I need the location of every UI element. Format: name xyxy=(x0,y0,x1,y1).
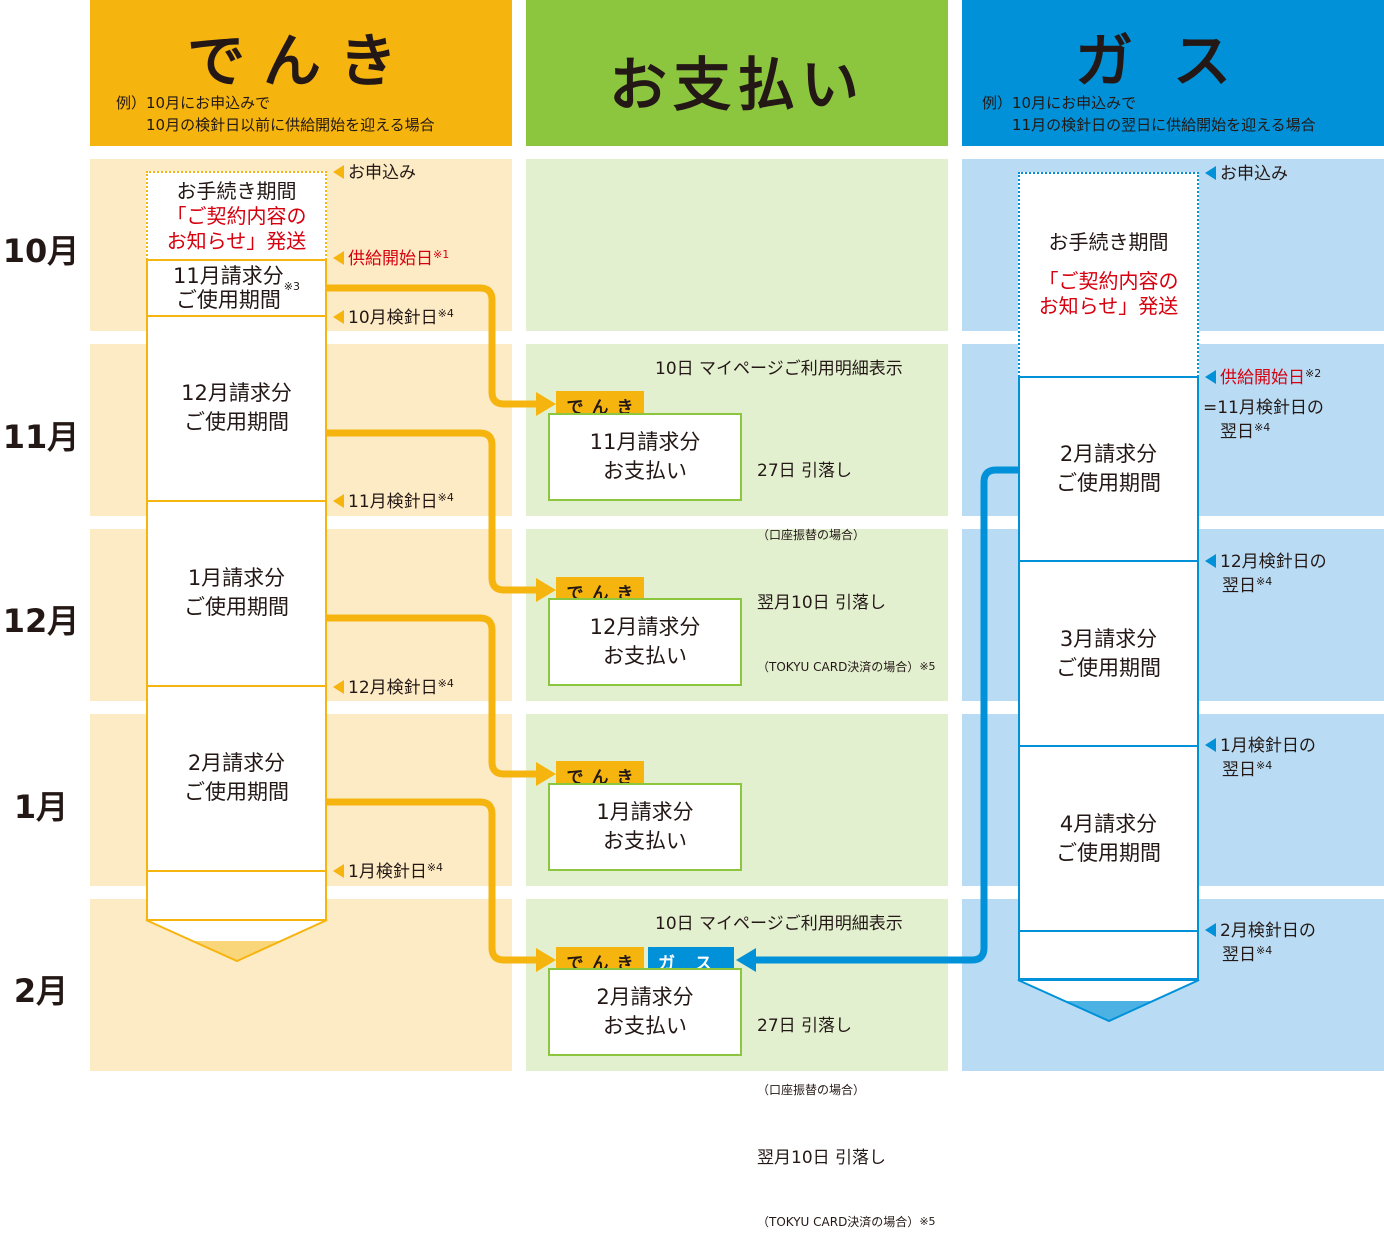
pointer-icon xyxy=(1205,370,1216,384)
denki-period-dec-label: 12月請求分 ご使用期間 xyxy=(181,381,292,434)
pointer-icon xyxy=(1205,923,1216,937)
gas-header: ガス 例）10月にお申込みで 11月の検針日の翌日に供給開始を迎える場合 xyxy=(962,0,1384,146)
gas-procedure-box: お手続き期間 「ご契約内容の お知らせ」発送 xyxy=(1018,172,1199,377)
denki-header: でんき 例）10月にお申込みで 10月の検針日以前に供給開始を迎える場合 xyxy=(90,0,512,146)
month-label-oct: 10月 xyxy=(2,232,80,270)
denki-marker-reading-nov: 11月検針日※4 xyxy=(333,490,454,514)
payment-mypage-nov: 10日 マイページご利用明細表示 xyxy=(655,359,903,379)
pointer-icon xyxy=(333,310,344,324)
denki-marker-apply: お申込み xyxy=(333,161,416,185)
gas-header-note: 例）10月にお申込みで 11月の検針日の翌日に供給開始を迎える場合 xyxy=(982,94,1316,134)
month-label-nov: 11月 xyxy=(2,418,80,456)
gas-procedure-title: お手続き期間 xyxy=(1048,230,1169,254)
debit-10-label: 翌月10日 引落し xyxy=(757,1148,887,1168)
debit-27-label: 27日 引落し xyxy=(757,1016,853,1036)
denki-marker-reading-oct: 10月検針日※4 xyxy=(333,306,454,330)
gas-marker-feb: 2月検針日の 翌日※4 xyxy=(1205,919,1316,967)
gas-marker-start-eq: =11月検針日の 翌日※4 xyxy=(1203,398,1324,442)
payment-tag-denki-jan: でんき xyxy=(556,761,644,789)
gas-period-feb: 2月請求分 ご使用期間 xyxy=(1020,378,1197,562)
denki-period-feb-label: 2月請求分 ご使用期間 xyxy=(184,751,289,804)
gas-column-end-arrow xyxy=(1017,979,1200,1023)
gas-marker-jan: 1月検針日の 翌日※4 xyxy=(1205,734,1316,782)
payment-box-nov: 11月請求分 お支払い xyxy=(548,413,742,501)
month-label-feb: 2月 xyxy=(13,972,69,1010)
denki-header-title: でんき xyxy=(186,27,415,95)
denki-marker-reading-dec: 12月検針日※4 xyxy=(333,676,454,700)
gas-marker-start: 供給開始日※2 xyxy=(1205,366,1321,390)
debit-27-label: 27日 引落し xyxy=(757,461,853,481)
denki-procedure-box: お手続き期間 「ご契約内容の お知らせ」発送 xyxy=(146,171,327,260)
pointer-icon xyxy=(333,165,344,179)
payment-band-oct xyxy=(526,159,948,331)
denki-period-dec: 12月請求分 ご使用期間 xyxy=(148,317,325,502)
debit-10-label: 翌月10日 引落し xyxy=(757,593,887,613)
pointer-icon xyxy=(1205,166,1216,180)
pointer-icon xyxy=(333,680,344,694)
month-label-dec: 12月 xyxy=(2,602,80,640)
denki-period-nov: 11月請求分 ご使用期間※3 xyxy=(148,261,325,317)
month-label-jan: 1月 xyxy=(13,788,69,826)
denki-period-nov-note: ※3 xyxy=(283,280,300,293)
denki-period-nov-label: 11月請求分 ご使用期間 xyxy=(173,264,284,312)
payment-debit-nov: 27日 引落し （口座振替の場合） 翌月10日 引落し （TOKYU CARD決… xyxy=(757,416,936,698)
denki-period-jan-label: 1月請求分 ご使用期間 xyxy=(184,566,289,619)
gas-marker-dec: 12月検針日の 翌日※4 xyxy=(1205,550,1327,598)
denki-column-end-arrow xyxy=(145,919,328,963)
denki-procedure-notice: 「ご契約内容の お知らせ」発送 xyxy=(166,204,307,253)
denki-header-note: 例）10月にお申込みで 10月の検針日以前に供給開始を迎える場合 xyxy=(116,94,435,134)
payment-box-dec: 12月請求分 お支払い xyxy=(548,598,742,686)
gas-period-mar-label: 3月請求分 ご使用期間 xyxy=(1056,626,1161,680)
gas-period-apr-label: 4月請求分 ご使用期間 xyxy=(1056,811,1161,865)
debit-27-note: （口座振替の場合） xyxy=(757,1083,866,1097)
pointer-icon xyxy=(333,251,344,265)
payment-box-jan: 1月請求分 お支払い xyxy=(548,783,742,871)
debit-10-note: （TOKYU CARD決済の場合）※5 xyxy=(757,1215,936,1229)
denki-period-jan: 1月請求分 ご使用期間 xyxy=(148,502,325,687)
payment-header-title: お支払い xyxy=(608,51,865,119)
gas-header-title: ガス xyxy=(1074,27,1271,95)
payment-debit-feb: 27日 引落し （口座振替の場合） 翌月10日 引落し （TOKYU CARD決… xyxy=(757,971,936,1253)
payment-box-feb: 2月請求分 お支払い xyxy=(548,968,742,1056)
gas-period-feb-label: 2月請求分 ご使用期間 xyxy=(1056,442,1161,495)
pointer-icon xyxy=(333,864,344,878)
gas-marker-apply: お申込み xyxy=(1205,162,1288,186)
gas-period-apr: 4月請求分 ご使用期間 xyxy=(1020,747,1197,932)
debit-27-note: （口座振替の場合） xyxy=(757,528,866,542)
denki-period-feb: 2月請求分 ご使用期間 xyxy=(148,687,325,872)
pointer-icon xyxy=(1205,738,1216,752)
denki-marker-reading-jan: 1月検針日※4 xyxy=(333,860,443,884)
pointer-icon xyxy=(1205,554,1216,568)
payment-header: お支払い xyxy=(526,0,948,146)
denki-procedure-title: お手続き期間 xyxy=(176,179,297,203)
pointer-icon xyxy=(333,494,344,508)
denki-marker-start: 供給開始日※1 xyxy=(333,247,449,271)
payment-mypage-feb: 10日 マイページご利用明細表示 xyxy=(655,914,903,934)
gas-procedure-notice: 「ご契約内容の お知らせ」発送 xyxy=(1038,269,1179,318)
gas-period-mar: 3月請求分 ご使用期間 xyxy=(1020,562,1197,747)
debit-10-note: （TOKYU CARD決済の場合）※5 xyxy=(757,660,936,674)
